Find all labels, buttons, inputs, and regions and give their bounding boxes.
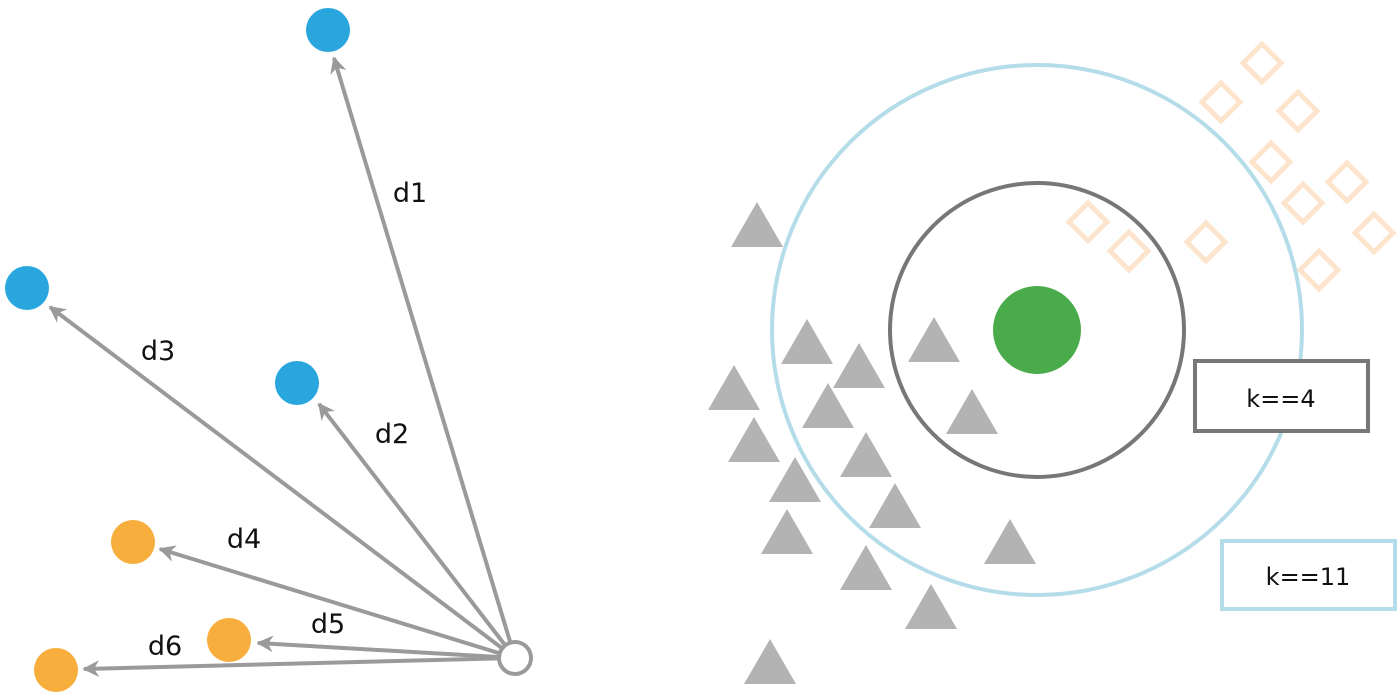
blue-data-point: [5, 266, 49, 310]
distance-label-4: d4: [227, 524, 261, 555]
diamond-data-point: [1239, 40, 1285, 86]
triangle-data-point: [905, 584, 957, 629]
distance-arrow-5: [256, 635, 516, 660]
triangle-data-point: [908, 317, 960, 362]
distance-label-1: d1: [393, 178, 427, 209]
k11-label-box: [1220, 539, 1397, 611]
diamond-data-point: [1106, 228, 1152, 274]
triangle-data-point: [708, 365, 760, 410]
k4-label-box: [1193, 359, 1370, 433]
distance-arrow-1: [330, 56, 517, 659]
distance-label-5: d5: [311, 609, 345, 640]
distance-label-6: d6: [148, 631, 182, 662]
query-point: [993, 286, 1081, 374]
blue-data-point: [306, 8, 350, 52]
diamond-data-point: [1248, 139, 1294, 185]
diamond-data-point: [1351, 210, 1397, 256]
k11-label: k==11: [1266, 563, 1351, 591]
orange-data-point: [207, 618, 251, 662]
triangle-data-point: [802, 383, 854, 428]
triangle-data-point: [728, 417, 780, 462]
k4-label: k==4: [1246, 385, 1315, 413]
triangle-data-point: [761, 509, 813, 554]
triangle-data-point: [946, 389, 998, 434]
diamond-data-point: [1280, 180, 1326, 226]
triangle-data-point: [840, 545, 892, 590]
query-point-hollow: [497, 640, 533, 676]
k4-circle: [888, 181, 1186, 479]
triangle-data-point: [869, 483, 921, 528]
triangle-data-point: [731, 202, 783, 247]
triangle-data-point: [769, 457, 821, 502]
diamond-data-point: [1065, 199, 1111, 245]
triangle-data-point: [744, 639, 796, 684]
diamond-data-point: [1324, 159, 1370, 205]
distance-arrow-6: [82, 656, 516, 678]
triangle-data-point: [984, 519, 1036, 564]
distance-arrow-4: [158, 545, 516, 660]
distance-diagram: d1 d2 d3 d4 d5 d6: [5, 8, 533, 692]
triangle-data-point: [833, 343, 885, 388]
distance-arrow-3: [48, 305, 517, 660]
distance-label-3: d3: [141, 336, 175, 367]
orange-data-point: [111, 520, 155, 564]
diamond-data-point: [1183, 219, 1229, 265]
triangle-data-point: [840, 432, 892, 477]
knn-neighborhood-diagram: k==4 k==11: [708, 40, 1397, 684]
distance-arrow-2: [317, 402, 517, 660]
blue-data-point: [275, 361, 319, 405]
distance-label-2: d2: [375, 419, 409, 450]
orange-data-point: [34, 648, 78, 692]
triangle-data-point: [781, 319, 833, 364]
diamond-data-point: [1296, 247, 1342, 293]
k11-circle: [770, 63, 1304, 597]
diamond-data-point: [1198, 79, 1244, 125]
diamond-data-point: [1275, 88, 1321, 134]
